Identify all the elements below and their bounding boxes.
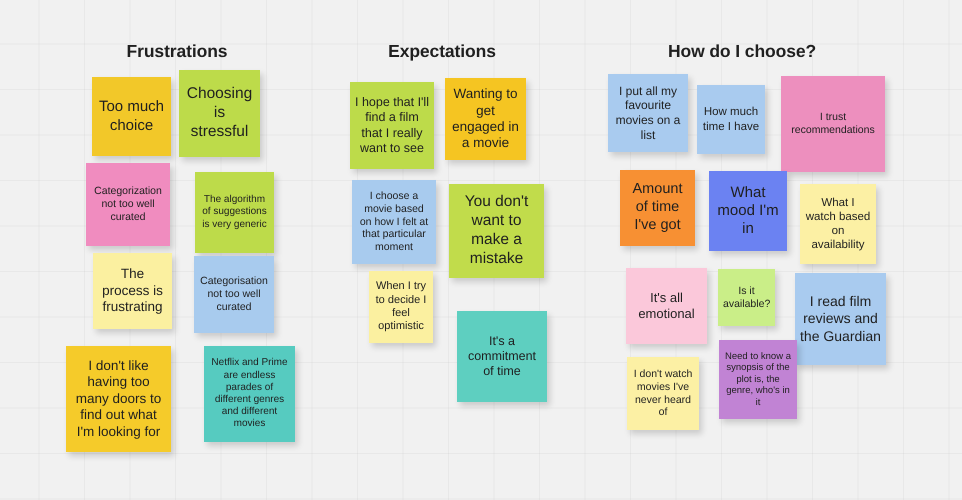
sticky-note-text: I read film reviews and the Guardian	[800, 293, 881, 344]
sticky-note-text: When I try to decide I feel optimistic	[375, 280, 427, 333]
sticky-note-text: It's a commitment of time	[467, 333, 537, 379]
sticky-note-text: Wanting to get engaged in a movie	[452, 86, 519, 151]
sticky-note-text: Choosing is stressful	[186, 85, 253, 140]
sticky-note-i-read-film-reviews-and-the-guardian[interactable]: I read film reviews and the Guardian	[795, 273, 886, 365]
column-title-how-do-i-choose: How do I choose?	[667, 41, 817, 61]
sticky-note-text: The process is frustrating	[102, 266, 163, 315]
sticky-note-need-to-know-a-synopsis-of-the-plot[interactable]: Need to know a synopsis of the plot is, …	[719, 340, 797, 419]
sticky-note-what-i-watch-based-on-availability[interactable]: What I watch based on availability	[800, 184, 876, 264]
sticky-note-text: Amount of time I've got	[632, 181, 683, 233]
column-title-expectations: Expectations	[388, 41, 496, 61]
sticky-note-i-trust-recommendations[interactable]: I trust recommendations	[781, 76, 885, 172]
sticky-note-i-put-all-my-favourite-movies-on-a-list[interactable]: I put all my favourite movies on a list	[608, 74, 688, 152]
sticky-note-text: What mood I'm in	[717, 183, 779, 238]
sticky-note-text: I hope that I'll find a film that I real…	[355, 95, 429, 155]
sticky-note-wanting-to-get-engaged-in-a-movie[interactable]: Wanting to get engaged in a movie	[445, 78, 526, 160]
sticky-note-amount-of-time-ive-got[interactable]: Amount of time I've got	[620, 170, 695, 246]
sticky-note-text: You don't want to make a mistake	[464, 193, 529, 267]
column-title-frustrations: Frustrations	[126, 41, 228, 61]
sticky-note-text: I choose a movie based on how I felt at …	[359, 190, 429, 254]
sticky-note-when-i-try-to-decide-i-feel-optimistic[interactable]: When I try to decide I feel optimistic	[369, 271, 433, 343]
sticky-note-i-dont-watch-movies-ive-never-heard-of[interactable]: I don't watch movies I've never heard of	[627, 357, 699, 430]
sticky-note-text: Categorisation not too well curated	[200, 275, 268, 313]
sticky-note-text: How much time I have	[702, 106, 760, 133]
sticky-note-you-dont-want-to-make-a-mistake[interactable]: You don't want to make a mistake	[449, 184, 544, 278]
sticky-note-text: What I watch based on availability	[805, 196, 871, 252]
sticky-note-text: I trust recommendations	[791, 111, 875, 136]
sticky-note-categorization-not-too-well-curated[interactable]: Categorization not too well curated	[86, 163, 170, 246]
sticky-note-text: Need to know a synopsis of the plot is, …	[724, 350, 791, 408]
sticky-note-text: The algorithm of suggestions is very gen…	[202, 194, 267, 230]
sticky-note-text: It's all emotional	[638, 290, 695, 321]
sticky-note-the-process-is-frustrating[interactable]: The process is frustrating	[93, 253, 172, 329]
sticky-note-choosing-is-stressful[interactable]: Choosing is stressful	[179, 70, 260, 157]
sticky-note-i-choose-a-movie-based-on-how-i-felt[interactable]: I choose a movie based on how I felt at …	[352, 180, 436, 264]
sticky-note-text: Categorization not too well curated	[94, 185, 162, 223]
sticky-note-algorithm-of-suggestions-generic[interactable]: The algorithm of suggestions is very gen…	[195, 172, 274, 253]
sticky-note-how-much-time-i-have[interactable]: How much time I have	[697, 85, 765, 154]
sticky-note-text: Is it available?	[723, 284, 771, 310]
sticky-note-its-all-emotional[interactable]: It's all emotional	[626, 268, 707, 344]
sticky-note-netflix-and-prime-endless-parades[interactable]: Netflix and Prime are endless parades of…	[204, 346, 295, 442]
sticky-note-too-much-choice[interactable]: Too much choice	[92, 77, 171, 156]
sticky-note-text: Netflix and Prime are endless parades of…	[211, 357, 288, 430]
sticky-note-text: Too much choice	[98, 98, 165, 134]
sticky-note-what-mood-im-in[interactable]: What mood I'm in	[709, 171, 787, 251]
sticky-note-i-hope-that-ill-find-a-film[interactable]: I hope that I'll find a film that I real…	[350, 82, 434, 169]
sticky-note-text: I don't watch movies I've never heard of	[633, 367, 693, 419]
sticky-note-i-dont-like-having-too-many-doors[interactable]: I don't like having too many doors to fi…	[66, 346, 171, 452]
sticky-note-text: I don't like having too many doors to fi…	[75, 357, 162, 439]
sticky-note-is-it-available[interactable]: Is it available?	[718, 269, 775, 326]
sticky-note-categorisation-not-too-well-curated[interactable]: Categorisation not too well curated	[194, 256, 274, 333]
sticky-note-its-a-commitment-of-time[interactable]: It's a commitment of time	[457, 311, 547, 402]
sticky-note-text: I put all my favourite movies on a list	[615, 83, 681, 142]
